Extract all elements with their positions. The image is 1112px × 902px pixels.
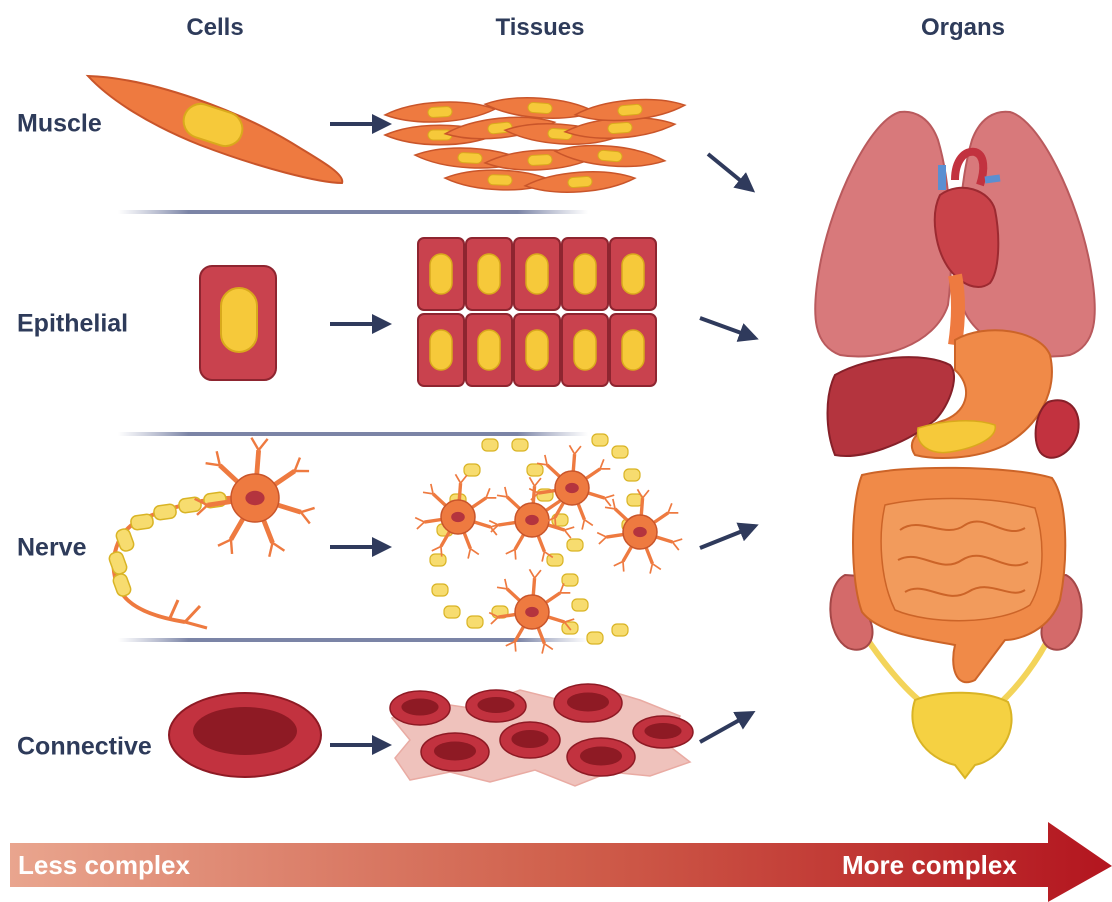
row-label-epithelial: Epithelial bbox=[17, 310, 128, 339]
more-complex-label: More complex bbox=[842, 850, 1017, 881]
nerve-cell-illustration bbox=[108, 438, 315, 628]
myelin-sheath bbox=[467, 616, 483, 628]
pulmonary-artery bbox=[985, 178, 1000, 180]
myelin-sheath bbox=[112, 572, 133, 597]
neuron bbox=[415, 474, 500, 558]
bladder bbox=[912, 693, 1011, 778]
myelin-sheath bbox=[432, 584, 448, 596]
arrow-nerve-tissue-to-organs bbox=[700, 526, 755, 548]
red-blood-cell bbox=[500, 722, 560, 758]
red-blood-cell bbox=[390, 691, 450, 725]
red-blood-cell bbox=[466, 690, 526, 722]
spleen bbox=[1036, 400, 1079, 457]
red-blood-cell bbox=[554, 684, 622, 722]
myelin-sheath bbox=[572, 599, 588, 611]
epithelial-tissue-cell bbox=[418, 314, 464, 386]
epithelial-cell-illustration bbox=[200, 266, 276, 380]
epithelial-tissue-cell bbox=[466, 314, 512, 386]
myelin-sheath bbox=[108, 550, 129, 575]
epithelial-tissue-cell bbox=[418, 238, 464, 310]
arrow-epithelial-tissue-to-organs bbox=[700, 318, 755, 338]
myelin-sheath bbox=[612, 446, 628, 458]
myelin-sheath bbox=[612, 624, 628, 636]
muscle-tissue-illustration bbox=[385, 94, 686, 195]
myelin-sheath bbox=[512, 439, 528, 451]
epithelial-tissue-cell bbox=[610, 314, 656, 386]
red-blood-cell bbox=[421, 733, 489, 771]
column-title-tissues: Tissues bbox=[496, 14, 585, 42]
epithelial-tissue-cell bbox=[562, 314, 608, 386]
myelin-sheath bbox=[592, 434, 608, 446]
myelin-sheath bbox=[130, 514, 154, 531]
arrow-connective-tissue-to-organs bbox=[700, 713, 752, 742]
row-label-nerve: Nerve bbox=[17, 534, 87, 563]
muscle-tissue-cell bbox=[574, 95, 685, 124]
esophagus bbox=[955, 275, 958, 345]
connective-tissue-illustration bbox=[390, 684, 693, 786]
epithelial-tissue-illustration bbox=[418, 238, 656, 386]
separator-muscle-epithelial bbox=[118, 210, 588, 214]
myelin-sheath bbox=[567, 539, 583, 551]
muscle-cell-illustration bbox=[88, 76, 342, 183]
column-title-organs: Organs bbox=[921, 14, 1005, 42]
row-label-connective: Connective bbox=[17, 733, 152, 762]
nerve-tissue-illustration bbox=[415, 434, 682, 654]
epithelial-tissue-cell bbox=[466, 238, 512, 310]
epithelial-tissue-cell bbox=[610, 238, 656, 310]
arrow-muscle-tissue-to-organs bbox=[708, 154, 752, 190]
myelin-sheath bbox=[464, 464, 480, 476]
epithelial-tissue-cell bbox=[562, 238, 608, 310]
muscle-tissue-cell bbox=[524, 168, 635, 195]
organs-illustration bbox=[815, 112, 1095, 778]
red-blood-cell bbox=[567, 738, 635, 776]
myelin-sheath bbox=[444, 606, 460, 618]
lung-left bbox=[815, 112, 951, 357]
blood-cell-illustration bbox=[169, 693, 321, 777]
less-complex-label: Less complex bbox=[18, 850, 190, 881]
myelin-sheath bbox=[482, 439, 498, 451]
myelin-sheath bbox=[430, 554, 446, 566]
myelin-sheath bbox=[527, 464, 543, 476]
myelin-sheath bbox=[587, 632, 603, 644]
myelin-sheath bbox=[153, 504, 177, 521]
myelin-sheath bbox=[178, 497, 202, 514]
row-label-muscle: Muscle bbox=[17, 110, 102, 139]
separator-epithelial-nerve bbox=[118, 432, 588, 436]
red-blood-cell bbox=[633, 716, 693, 748]
epithelial-tissue-cell bbox=[514, 238, 560, 310]
myelin-sheath bbox=[624, 469, 640, 481]
column-title-cells: Cells bbox=[186, 14, 243, 42]
epithelial-tissue-cell bbox=[514, 314, 560, 386]
